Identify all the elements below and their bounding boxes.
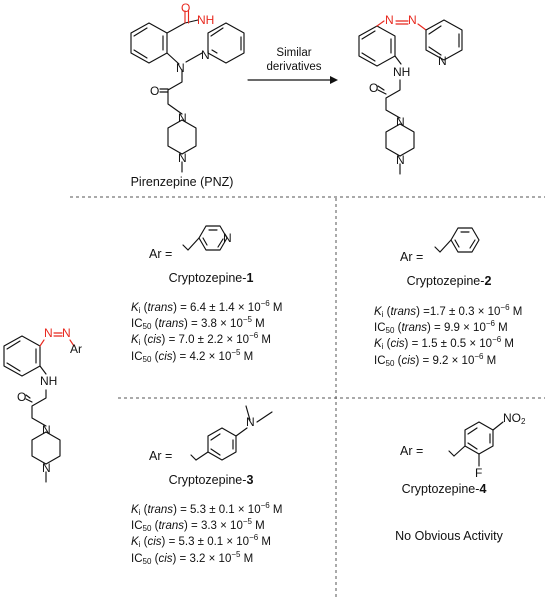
atom-n: N bbox=[246, 415, 255, 429]
atom-o: O bbox=[150, 84, 160, 98]
compound-name-1: Cryptozepine-1 bbox=[168, 271, 254, 285]
compound-name-2: Cryptozepine-2 bbox=[406, 274, 492, 288]
activity-note-4: No Obvious Activity bbox=[395, 529, 503, 543]
atom-n: N bbox=[176, 61, 185, 75]
property-row: IC50 (trans) = 3.3 × 10−5 M bbox=[131, 517, 265, 534]
atom-n: N bbox=[396, 115, 405, 129]
property-row: Ki (trans) = 5.3 ± 0.1 × 10−6 M bbox=[131, 501, 283, 517]
atom-n: N bbox=[178, 151, 187, 165]
atom-n: N bbox=[201, 48, 210, 62]
atom-nh: NH bbox=[393, 65, 411, 79]
atom-o: O bbox=[181, 1, 191, 15]
compound-name-3: Cryptozepine-3 bbox=[168, 473, 254, 487]
property-row: IC50 (trans) = 3.8 × 10−5 M bbox=[131, 315, 265, 332]
property-row: Ki (cis) = 5.3 ± 0.1 × 10−6 M bbox=[131, 533, 271, 550]
starting-material-name: Pirenzepine (PNZ) bbox=[130, 175, 234, 189]
atom-n: N bbox=[178, 111, 187, 125]
atom-n: N bbox=[62, 326, 71, 340]
property-row: Ki (cis) = 7.0 ± 2.2 × 10−6 M bbox=[131, 331, 271, 348]
ar-4-structure bbox=[448, 421, 504, 467]
atom-n: N bbox=[396, 153, 405, 167]
arrow-label: Similar derivatives bbox=[266, 47, 322, 73]
atom-n: N bbox=[223, 231, 232, 245]
atom-nh: NH bbox=[40, 374, 58, 388]
atom-o: O bbox=[17, 390, 27, 404]
atom-n: N bbox=[438, 54, 447, 68]
atom-n: N bbox=[42, 461, 51, 475]
atom-n: N bbox=[408, 13, 417, 27]
ar-label-3: Ar = bbox=[149, 449, 173, 463]
atom-nh: NH bbox=[197, 13, 215, 27]
ar-label-4: Ar = bbox=[400, 444, 424, 458]
atom-o: O bbox=[369, 81, 379, 95]
property-row: Ki (trans) =1.7 ± 0.3 × 10−6 M bbox=[374, 303, 523, 319]
ar-1-structure bbox=[182, 225, 228, 251]
atom-no2: NO2 bbox=[503, 411, 526, 426]
ar-label-2: Ar = bbox=[400, 250, 424, 264]
pirenzepine-structure bbox=[130, 10, 245, 173]
ar-2-structure bbox=[434, 227, 480, 253]
ar-3-structure bbox=[190, 405, 273, 461]
atom-n: N bbox=[385, 13, 394, 27]
property-row: IC50 (trans) = 9.9 × 10−6 M bbox=[374, 319, 508, 336]
atom-ar: Ar bbox=[70, 342, 82, 356]
atom-f: F bbox=[475, 466, 483, 480]
property-row: Ki (trans) = 6.4 ± 1.4 × 10−6 M bbox=[131, 299, 283, 315]
atom-n: N bbox=[44, 326, 53, 340]
compound-name-4: Cryptozepine-4 bbox=[401, 482, 487, 496]
ar-label-1: Ar = bbox=[149, 247, 173, 261]
general-scaffold bbox=[3, 332, 75, 483]
property-row: Ki (cis) = 1.5 ± 0.5 × 10−6 M bbox=[374, 335, 514, 352]
property-row: IC50 (cis) = 9.2 × 10−6 M bbox=[374, 351, 497, 368]
atom-n: N bbox=[42, 423, 51, 437]
product-structure bbox=[358, 19, 463, 175]
property-row: IC50 (cis) = 3.2 × 10−5 M bbox=[131, 549, 254, 566]
property-row: IC50 (cis) = 4.2 × 10−5 M bbox=[131, 347, 254, 364]
